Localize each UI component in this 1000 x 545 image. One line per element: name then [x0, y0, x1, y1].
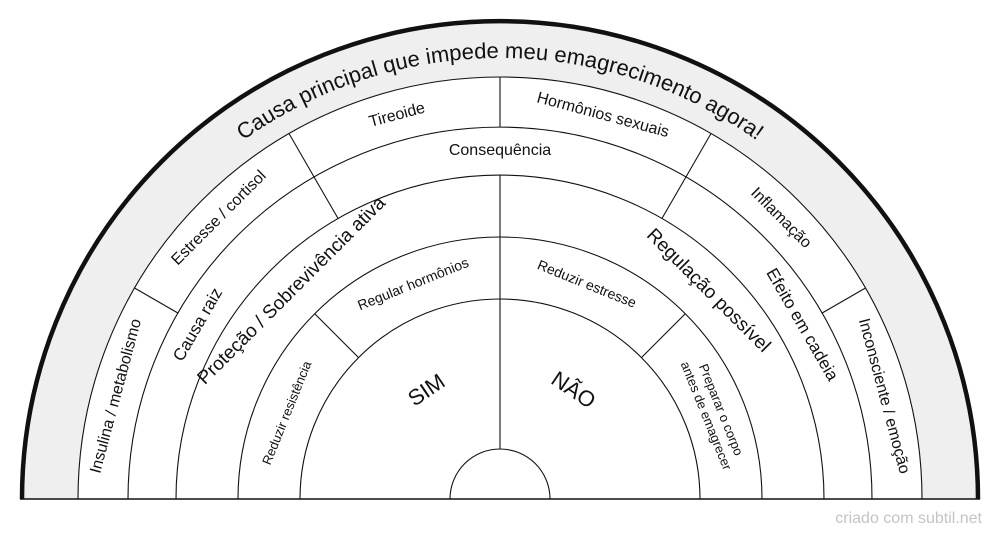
segment-preparar: Preparar o corpoantes de emagrecer — [678, 353, 750, 472]
center-nao: NÃO — [547, 366, 601, 413]
segment-consequencia: Consequência — [449, 142, 551, 159]
segment-tireoide: Tireoide — [367, 100, 427, 131]
segment-divider — [314, 313, 359, 358]
segment-divider — [641, 313, 686, 358]
outer-arc — [19, 18, 981, 500]
segment-divider — [288, 133, 315, 178]
center-sim: SIM — [403, 368, 449, 411]
ring-bands — [22, 21, 978, 500]
segment-divider — [313, 176, 339, 219]
segment-divider — [821, 287, 866, 314]
center-hub — [449, 448, 551, 500]
title-band — [22, 21, 978, 500]
segment-divider — [685, 133, 712, 178]
credit-text: criado com subtil.net — [835, 510, 982, 527]
ring-dividers — [19, 18, 981, 500]
ring-arc — [127, 126, 873, 500]
segment-divider — [661, 176, 687, 219]
segment-divider — [134, 287, 179, 314]
segment-reduzir-estresse: Reduzir estresse — [535, 257, 639, 311]
